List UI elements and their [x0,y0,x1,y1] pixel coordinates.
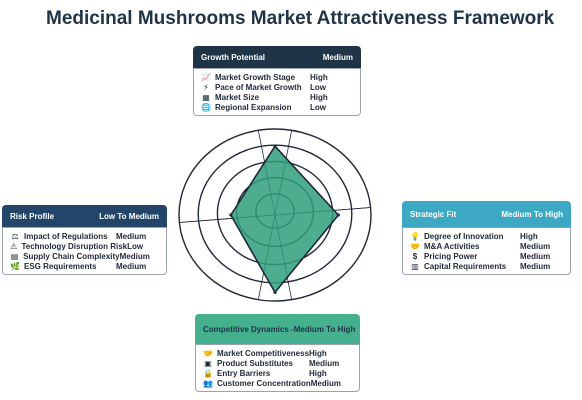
list-item: 🌿 ESG Requirements Medium [10,261,160,271]
growth-potential-card: Growth Potential Medium 📈 Market Growth S… [193,46,361,116]
factor-value: Medium [116,231,147,241]
dollar-icon: $ [412,251,418,261]
people-icon: 👥 [203,378,213,388]
leaf-icon: 🌿 [10,261,20,271]
growth-potential-header: Growth Potential Medium [193,46,361,68]
factor-label: Pricing Power [424,251,478,261]
handshake-icon: 🤝 [410,241,420,251]
factor-value: High [309,348,327,358]
strategic-fit-header: Strategic Fit Medium To High [402,201,571,227]
lock-icon: 🔒 [203,368,213,378]
list-item: ▦ Market Size High [201,92,354,102]
list-item: 🔒 Entry Barriers High [203,368,353,378]
factor-value: Medium [520,251,551,261]
box-icon: ▣ [204,358,212,368]
factor-value: High [310,72,328,82]
list-item: ⚖ Impact of Regulations Medium [10,231,160,241]
list-item: ⚡ Pace of Market Growth Low [201,82,354,92]
factor-label: Degree of Innovation [424,231,504,241]
factor-value: High [310,92,328,102]
factor-label: Product Substitutes [217,358,294,368]
growth-potential-title: Growth Potential [201,52,265,62]
factor-label: Pace of Market Growth [215,82,302,92]
factor-label: Capital Requirements [424,261,507,271]
radar-point [273,290,277,294]
chart-icon: 📈 [201,72,211,82]
handshake-icon: 🤝 [203,348,213,358]
factor-label: M&A Activities [424,241,480,251]
strategic-fit-title: Strategic Fit [410,209,457,219]
radar-point [273,144,277,148]
risk-profile-header: Risk Profile Low To Medium [2,205,167,227]
factor-value: Low [127,241,144,251]
warning-icon: ⚠ [10,241,18,251]
globe-icon: 🌐 [201,102,211,112]
page-title: Medicinal Mushrooms Market Attractivenes… [46,8,555,29]
list-item: 💡 Degree of Innovation High [410,231,564,241]
competitive-dynamics-card: Competitive Dynamics - Medium To High 🤝 M… [195,314,360,392]
radar-point [336,213,340,217]
factor-label: Customer Concentration [216,378,311,388]
factor-value: High [309,368,327,378]
factor-value: Medium [310,378,341,388]
factor-value: High [520,231,538,241]
factor-label: Market Competitiveness [217,348,310,358]
radar-point [229,213,233,217]
strategic-fit-card: Strategic Fit Medium To High 💡 Degree of … [402,201,571,275]
factor-label: Market Size [215,92,260,102]
factor-value: Low [310,82,326,92]
list-item: $ Pricing Power Medium [410,251,564,261]
growth-potential-rating: Medium [322,52,353,62]
risk-profile-rating: Low To Medium [99,211,159,221]
competitive-dynamics-header: Competitive Dynamics - Medium To High [195,314,360,344]
factor-label: Technology Disruption Risk [21,241,128,251]
factor-label: Entry Barriers [217,368,271,378]
building-icon: ▥ [411,261,419,271]
strategic-fit-list: 💡 Degree of Innovation High 🤝 M&A Activities… [402,227,571,275]
list-item: 📈 Market Growth Stage High [201,72,354,82]
list-item: ▥ Capital Requirements Medium [410,261,564,271]
factor-value: Medium [119,251,150,261]
factor-label: Regional Expansion [215,102,292,112]
risk-profile-card: Risk Profile Low To Medium ⚖ Impact of Re… [2,205,167,275]
radar-ring [178,128,372,302]
factor-label: ESG Requirements [24,261,97,271]
factor-value: Low [310,102,326,112]
factor-label: Market Growth Stage [215,72,296,82]
boxes-icon: ▤ [10,251,19,261]
factor-label: Impact of Regulations [24,231,108,241]
factor-value: Medium [116,261,147,271]
list-item: 🤝 M&A Activities Medium [410,241,564,251]
lightning-icon: ⚡ [203,82,209,92]
risk-profile-title: Risk Profile [10,211,55,221]
list-item: ▣ Product Substitutes Medium [203,358,353,368]
factor-value: Medium [520,261,551,271]
factor-value: Medium [520,241,551,251]
strategic-fit-rating: Medium To High [501,209,563,219]
competitive-dynamics-title: Competitive Dynamics - [203,324,294,334]
factor-value: Medium [309,358,340,368]
competitive-dynamics-rating: Medium To High [293,324,356,334]
scale-icon: ⚖ [11,231,19,241]
lightbulb-icon: 💡 [410,231,420,241]
factor-label: Supply Chain Complexity [23,251,120,261]
list-item: 🌐 Regional Expansion Low [201,102,354,112]
calendar-icon: ▦ [202,92,210,102]
